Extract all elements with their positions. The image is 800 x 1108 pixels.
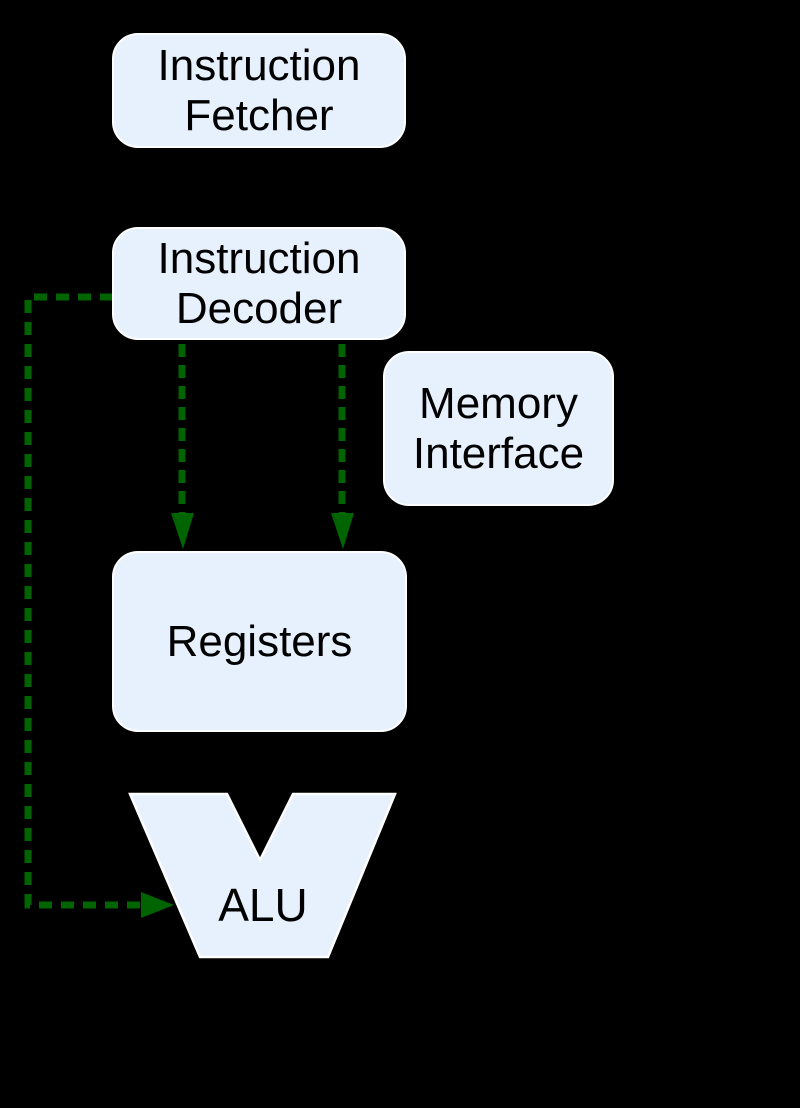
node-instruction-fetcher-label-line2: Fetcher bbox=[184, 90, 334, 140]
node-alu-label: ALU bbox=[218, 879, 307, 931]
node-memory-interface: Memory Interface bbox=[383, 351, 614, 506]
node-instruction-decoder: Instruction Decoder bbox=[112, 227, 406, 340]
node-instruction-decoder-label-line1: Instruction bbox=[157, 233, 361, 283]
node-memory-interface-label-line1: Memory bbox=[419, 378, 578, 428]
edge-decoder-to-registers-left-arrowhead-icon bbox=[171, 513, 194, 549]
node-alu bbox=[128, 792, 397, 959]
edge-decoder-to-registers-right-arrowhead-icon bbox=[331, 513, 354, 549]
node-instruction-decoder-label-line2: Decoder bbox=[175, 283, 343, 333]
node-instruction-fetcher-label-line1: Instruction bbox=[157, 40, 361, 90]
edge-decoder-to-alu-arrowhead-icon bbox=[141, 892, 174, 918]
node-registers: Registers bbox=[112, 551, 407, 732]
node-instruction-fetcher: Instruction Fetcher bbox=[112, 33, 406, 148]
node-registers-label: Registers bbox=[166, 616, 353, 666]
edge-decoder-to-alu bbox=[24, 293, 144, 909]
node-memory-interface-label-line2: Interface bbox=[412, 428, 585, 478]
